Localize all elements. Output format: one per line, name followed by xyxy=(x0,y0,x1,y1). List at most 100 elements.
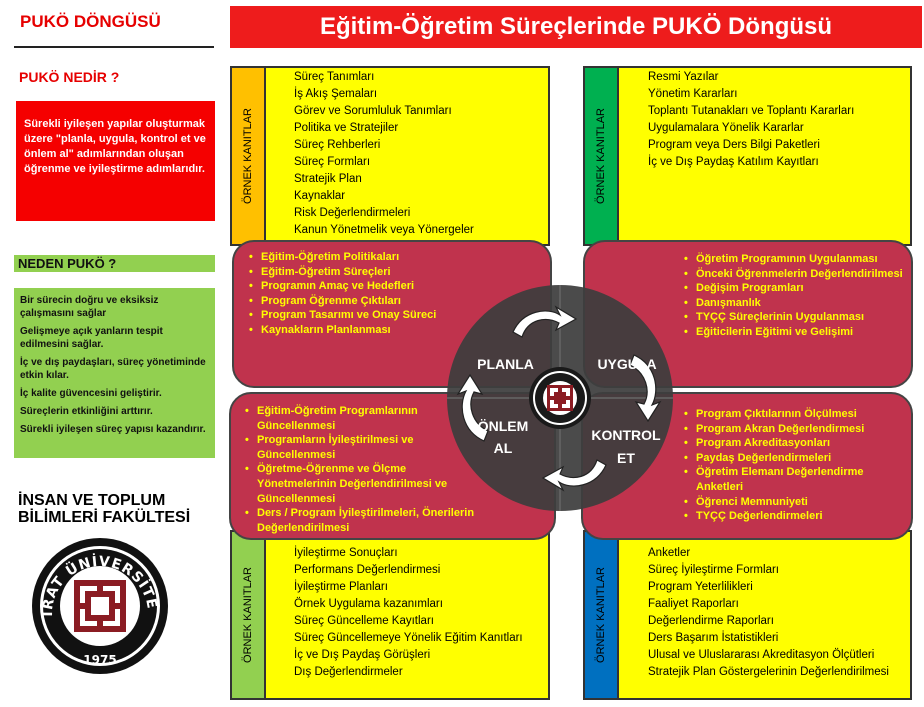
process-item: Eğiticilerin Eğitimi ve Gelişimi xyxy=(696,325,908,340)
act-label-line2: AL xyxy=(493,440,513,456)
act-evidence-list: İyileştirme Sonuçları Performans Değerle… xyxy=(294,545,523,681)
evidence-item: Ulusal ve Uluslararası Akreditasyon Ölçü… xyxy=(648,649,875,661)
check-label-line2: ET xyxy=(617,450,635,466)
evidence-item: İyileştirme Sonuçları xyxy=(294,547,398,559)
evidence-item: Program veya Ders Bilgi Paketleri xyxy=(648,139,820,151)
do-process-list: Öğretim Programının Uygulanması Önceki Ö… xyxy=(682,252,908,340)
evidence-item: Süreç Güncelleme Kayıtları xyxy=(294,615,434,627)
process-item: Eğitim-Öğretim Programlarının Güncellenm… xyxy=(257,404,475,433)
evidence-item: Uygulamalara Yönelik Kararlar xyxy=(648,122,804,134)
puko-cycle-diagram xyxy=(447,285,673,511)
why-item: Gelişmeye açık yanların tespit edilmesin… xyxy=(20,326,163,350)
evidence-item: Toplantı Tutanakları ve Toplantı Kararla… xyxy=(648,105,855,117)
evidence-item: Süreç Güncellemeye Yönelik Eğitim Kanıtl… xyxy=(294,632,523,644)
process-item: Eğitim-Öğretim Politikaları xyxy=(261,250,477,265)
process-item: Öğretim Programının Uygulanması xyxy=(696,252,908,267)
check-process-list: Program Çıktılarının Ölçülmesi Program A… xyxy=(682,407,908,524)
evidence-item: Stratejik Plan xyxy=(294,173,362,185)
process-item: Önceki Öğrenmelerin Değerlendirilmesi xyxy=(696,267,908,282)
evidence-item: Ders Başarım İstatistikleri xyxy=(648,632,779,644)
why-item: Sürekli iyileşen süreç yapısı kazandırır… xyxy=(20,424,206,435)
act-process-list: Eğitim-Öğretim Programlarının Güncellenm… xyxy=(243,404,475,535)
evidence-item: Resmi Yazılar xyxy=(648,71,719,83)
cycle-arrow-icon xyxy=(629,354,662,423)
process-item: Paydaş Değerlendirmeleri xyxy=(696,451,908,466)
why-item: Bir sürecin doğru ve eksiksiz çalışmasın… xyxy=(20,295,159,319)
process-item: Eğitim-Öğretim Süreçleri xyxy=(261,265,477,280)
why-list: Bir sürecin doğru ve eksiksiz çalışmasın… xyxy=(14,288,215,458)
evidence-item: Yönetim Kararları xyxy=(648,88,738,100)
evidence-label: ÖRNEK KANITLAR xyxy=(595,108,607,204)
plan-process-list: Eğitim-Öğretim Politikaları Eğitim-Öğret… xyxy=(247,250,477,338)
process-item: Öğrenci Memnuniyeti xyxy=(696,495,908,510)
page-title: Eğitim-Öğretim Süreçlerinde PUKÖ Döngüsü xyxy=(230,6,922,48)
check-evidence-strip: ÖRNEK KANITLAR xyxy=(585,532,619,698)
evidence-item: Politika ve Stratejiler xyxy=(294,122,399,134)
check-evidence-box: ÖRNEK KANITLAR Anketler Süreç İyileştirm… xyxy=(583,530,912,700)
evidence-item: Süreç Formları xyxy=(294,156,371,168)
process-item: Program Tasarımı ve Onay Süreci xyxy=(261,308,477,323)
process-item: Öğretim Elemanı Değerlendirme Anketleri xyxy=(696,465,908,494)
do-evidence-list: Resmi Yazılar Yönetim Kararları Toplantı… xyxy=(648,69,854,171)
why-heading-bar: NEDEN PUKÖ ? xyxy=(14,255,215,272)
evidence-item: Program Yeterlilikleri xyxy=(648,581,753,593)
process-item: TYÇÇ Değerlendirmeleri xyxy=(696,509,908,524)
process-item: Program Çıktılarının Ölçülmesi xyxy=(696,407,908,422)
evidence-item: Süreç Rehberleri xyxy=(294,139,381,151)
evidence-label: ÖRNEK KANITLAR xyxy=(595,567,607,663)
what-heading: PUKÖ NEDİR ? xyxy=(19,69,120,85)
process-item: Programın Amaç ve Hedefleri xyxy=(261,279,477,294)
faculty-name: İNSAN VE TOPLUM BİLİMLERİ FAKÜLTESİ xyxy=(18,492,191,526)
evidence-item: Faaliyet Raporları xyxy=(648,598,739,610)
process-item: TYÇÇ Süreçlerinin Uygulanması xyxy=(696,310,908,325)
evidence-label: ÖRNEK KANITLAR xyxy=(242,108,254,204)
cycle-arrow-icon xyxy=(541,459,607,492)
evidence-item: Süreç Tanımları xyxy=(294,71,375,83)
evidence-item: İş Akış Şemaları xyxy=(294,88,378,100)
do-label: UYGULA xyxy=(597,356,657,372)
process-item: Program Akran Değerlendirmesi xyxy=(696,422,908,437)
act-evidence-box: ÖRNEK KANITLAR İyileştirme Sonuçları Per… xyxy=(230,530,550,700)
why-heading: NEDEN PUKÖ ? xyxy=(18,256,117,271)
plan-evidence-strip: ÖRNEK KANITLAR xyxy=(232,68,266,244)
evidence-item: Anketler xyxy=(648,547,691,559)
plan-evidence-box: ÖRNEK KANITLAR Süreç Tanımları İş Akış Ş… xyxy=(230,66,550,246)
why-item: İç ve dış paydaşları, süreç yönetiminde … xyxy=(20,357,206,381)
evidence-item: İç ve Dış Paydaş Görüşleri xyxy=(294,649,431,661)
process-item: Programların İyileştirilmesi ve Güncelle… xyxy=(257,433,475,462)
process-item: Program Öğrenme Çıktıları xyxy=(261,294,477,309)
evidence-label: ÖRNEK KANITLAR xyxy=(242,567,254,663)
evidence-item: Değerlendirme Raporları xyxy=(648,615,774,627)
process-item: Danışmanlık xyxy=(696,296,908,311)
process-item: Kaynakların Planlanması xyxy=(261,323,477,338)
svg-text:1975: 1975 xyxy=(83,653,116,667)
evidence-item: İç ve Dış Paydaş Katılım Kayıtları xyxy=(648,156,819,168)
act-evidence-strip: ÖRNEK KANITLAR xyxy=(232,532,266,698)
process-item: Öğretme-Öğrenme ve Ölçme Yönetmelerinin … xyxy=(257,462,475,506)
what-description: Sürekli iyileşen yapılar oluşturmak üzer… xyxy=(16,101,215,221)
why-item: İç kalite güvencesini geliştirir. xyxy=(20,388,162,399)
cycle-arrow-icon xyxy=(512,305,578,338)
plan-evidence-list: Süreç Tanımları İş Akış Şemaları Görev v… xyxy=(294,69,474,239)
why-item: Süreçlerin etkinliğini arttırır. xyxy=(20,406,153,417)
evidence-item: Stratejik Plan Göstergelerinin Değerlend… xyxy=(648,666,889,678)
evidence-item: Süreç İyileştirme Formları xyxy=(648,564,779,576)
evidence-item: Görev ve Sorumluluk Tanımları xyxy=(294,105,452,117)
evidence-item: Performans Değerlendirmesi xyxy=(294,564,441,576)
evidence-item: Örnek Uygulama kazanımları xyxy=(294,598,443,610)
title-divider xyxy=(14,46,214,48)
act-label-line1: ÖNLEM xyxy=(477,418,529,434)
check-evidence-list: Anketler Süreç İyileştirme Formları Prog… xyxy=(648,545,889,681)
evidence-item: Kanun Yönetmelik veya Yönergeler xyxy=(294,224,474,236)
evidence-item: Dış Değerlendirmeler xyxy=(294,666,403,678)
left-title: PUKÖ DÖNGÜSÜ xyxy=(20,12,161,31)
evidence-item: Risk Değerlendirmeleri xyxy=(294,207,411,219)
cycle-arrow-icon xyxy=(456,373,489,442)
process-item: Değişim Programları xyxy=(696,281,908,296)
plan-label: PLANLA xyxy=(477,356,534,372)
check-label-line1: KONTROL xyxy=(591,427,661,443)
process-item: Ders / Program İyileştirilmeleri, Öneril… xyxy=(257,506,475,535)
do-evidence-strip: ÖRNEK KANITLAR xyxy=(585,68,619,244)
evidence-item: Kaynaklar xyxy=(294,190,346,202)
evidence-item: İyileştirme Planları xyxy=(294,581,388,593)
